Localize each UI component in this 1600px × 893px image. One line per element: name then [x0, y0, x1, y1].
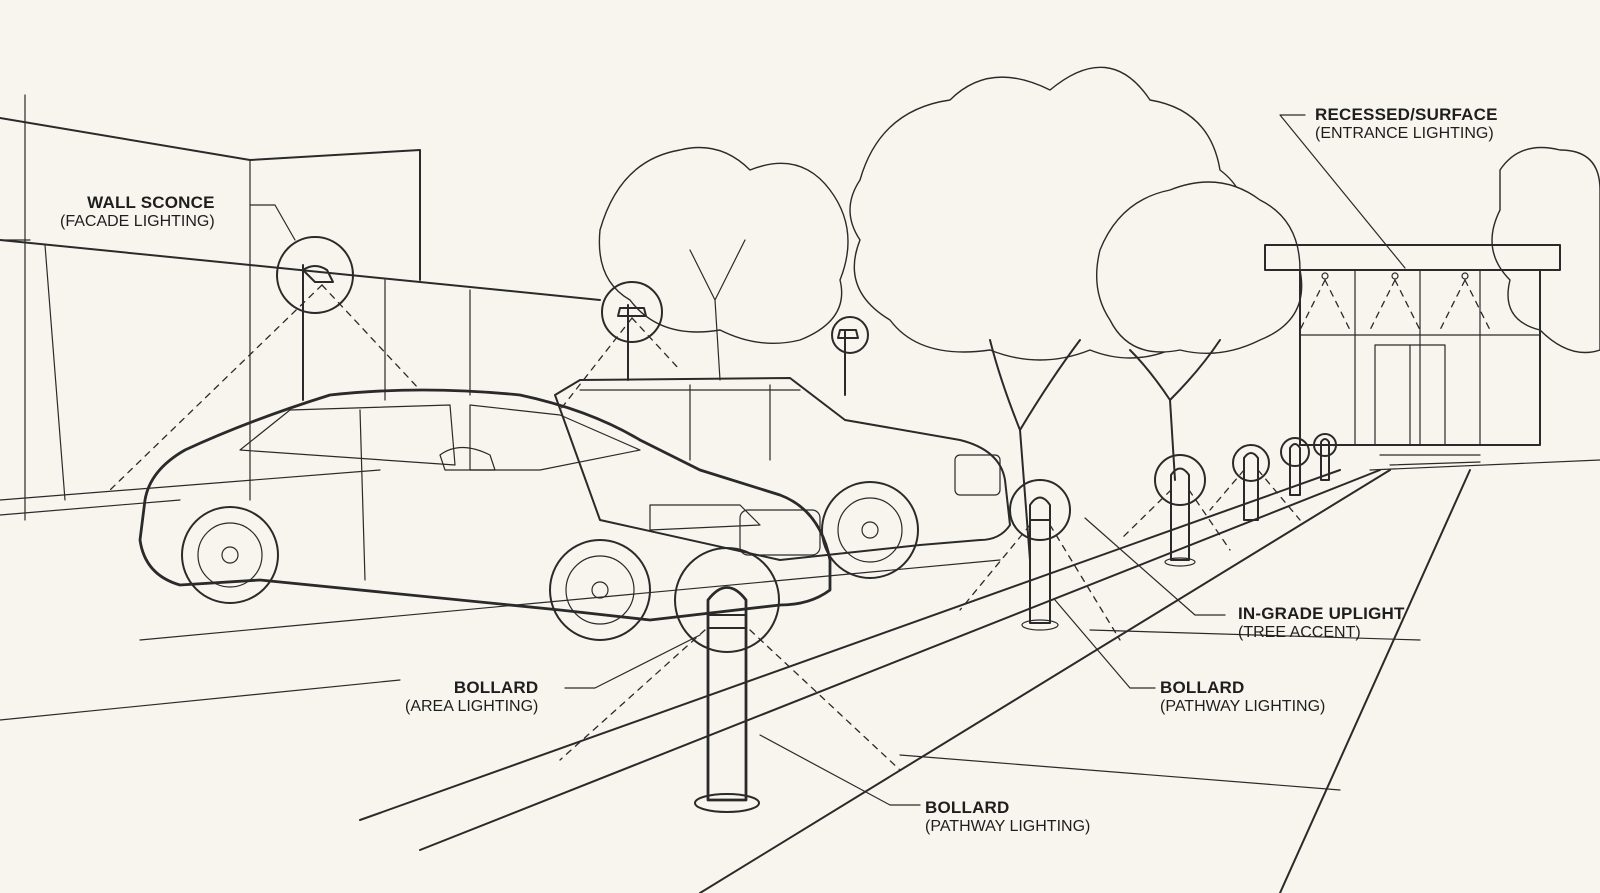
- callout-title: IN-GRADE UPLIGHT: [1238, 604, 1405, 623]
- callout-subtitle: (PATHWAY LIGHTING): [1160, 697, 1326, 715]
- callout-in-grade-uplight: IN-GRADE UPLIGHT (TREE ACCENT): [1238, 604, 1405, 642]
- callout-title: WALL SCONCE: [87, 193, 215, 212]
- callout-title: RECESSED/SURFACE: [1315, 105, 1498, 124]
- callout-subtitle: (AREA LIGHTING): [405, 697, 539, 715]
- paving: [0, 454, 1600, 893]
- trees: [598, 66, 1600, 561]
- left-building: [0, 94, 601, 521]
- entrance-building: [1264, 244, 1561, 446]
- leader-lines: [0, 114, 1406, 806]
- suv: [554, 377, 1011, 579]
- sedan: [138, 388, 832, 641]
- callout-title: BOLLARD: [1160, 678, 1245, 697]
- callout-recessed-surface: RECESSED/SURFACE (ENTRANCE LIGHTING): [1315, 105, 1498, 143]
- callout-title: BOLLARD: [925, 798, 1010, 817]
- callout-subtitle: (FACADE LIGHTING): [60, 212, 215, 230]
- callout-bollard-area: BOLLARD (AREA LIGHTING): [405, 678, 538, 716]
- callout-subtitle: (PATHWAY LIGHTING): [925, 817, 1091, 835]
- callout-wall-sconce: WALL SCONCE (FACADE LIGHTING): [60, 193, 215, 231]
- callout-title: BOLLARD: [453, 678, 539, 697]
- callout-bollard-pathway-mid: BOLLARD (PATHWAY LIGHTING): [1160, 678, 1325, 716]
- callout-subtitle: (ENTRANCE LIGHTING): [1315, 124, 1494, 142]
- callout-subtitle: (TREE ACCENT): [1238, 623, 1361, 641]
- bollards: [559, 433, 1337, 813]
- callout-bollard-pathway-low: BOLLARD (PATHWAY LIGHTING): [925, 798, 1090, 836]
- wall-sconces: [109, 236, 869, 491]
